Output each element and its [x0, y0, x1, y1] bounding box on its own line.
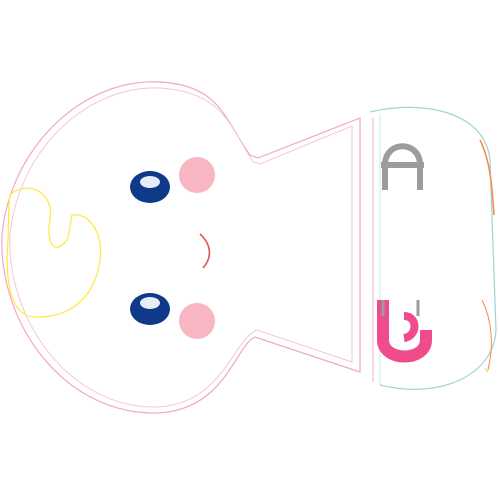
gray-letter-shape [382, 143, 423, 190]
cheek-bottom [179, 303, 215, 339]
hand-outline [6, 187, 102, 318]
cheek-top [179, 157, 215, 193]
eye-bottom-highlight [140, 297, 160, 309]
eye-top-highlight [140, 176, 160, 188]
pink-letter-curl [402, 312, 419, 342]
tail-outline [369, 106, 497, 390]
body-outline-inner [9, 87, 353, 408]
mouth [199, 233, 211, 269]
body-outline-outer [1, 81, 361, 414]
pink-letter-shape [377, 300, 432, 363]
tail-tip-mark [484, 367, 489, 373]
tail-accent [479, 139, 495, 216]
tail-accent-lower [481, 299, 492, 371]
